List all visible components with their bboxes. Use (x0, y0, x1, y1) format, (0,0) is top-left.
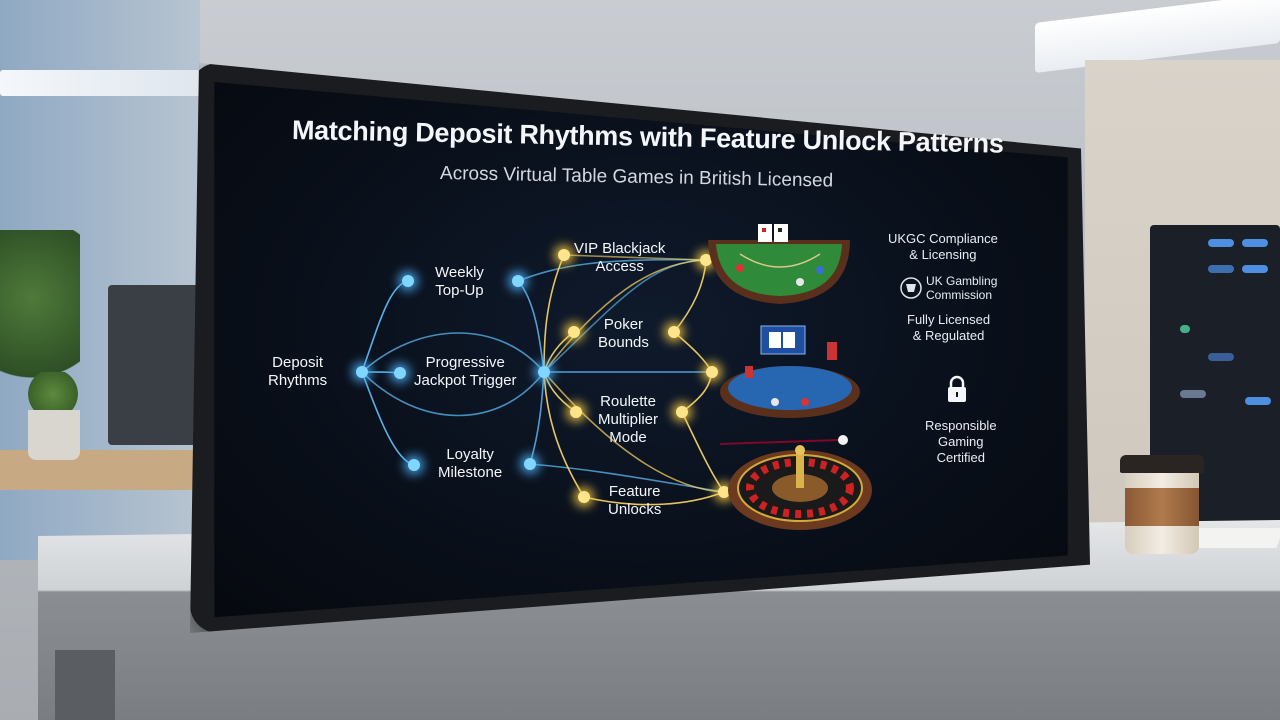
feature-poker-line1: Poker (603, 316, 644, 333)
feature-poker-label: Poker Bounds (598, 316, 649, 352)
node-dot-vip (558, 249, 570, 261)
trigger-jackpot-label: Progressive Jackpot Trigger (414, 354, 517, 390)
node-dot-source (356, 366, 368, 378)
node-dot-roulette (570, 406, 582, 418)
trigger-loyalty-line2: Milestone (438, 464, 503, 481)
feature-poker-line2: Bounds (598, 334, 649, 351)
node-dot-loyalty (408, 459, 420, 471)
node-dot-loyalty-out (524, 458, 536, 470)
trigger-jackpot-line1: Progressive (425, 354, 505, 371)
node-dot-roulette-out (676, 406, 688, 418)
coffee-cup-lid (1120, 455, 1204, 473)
responsible-label: Responsible Gaming Certified (925, 418, 997, 466)
node-dot-weekly (402, 275, 414, 287)
licensed-line2: & Regulated (912, 328, 985, 343)
feature-roulette-line2: Multiplier (598, 411, 659, 428)
node-dot-weekly-out (512, 275, 524, 287)
licensed-label: Fully Licensed & Regulated (907, 312, 990, 344)
commission-line1: UK Gambling (926, 274, 998, 288)
trigger-weekly-line2: Top-Up (435, 282, 484, 299)
blackjack-table-image (708, 224, 850, 304)
feature-roulette-line3: Mode (609, 429, 647, 446)
commission-label: UK Gambling Commission (926, 274, 997, 302)
tablet-screen (214, 82, 1068, 618)
commission-line2: Commission (926, 288, 993, 302)
compliance-label: UKGC Compliance & Licensing (888, 231, 998, 263)
trigger-weekly-label: Weekly Top-Up (435, 264, 484, 300)
poker-table-image (720, 325, 860, 418)
feature-vip-label: VIP Blackjack Access (574, 240, 665, 276)
background-monitor (108, 285, 200, 445)
compliance-line1: UKGC Compliance (888, 231, 998, 246)
feature-unlocks-line1: Feature (608, 483, 661, 500)
trigger-loyalty-label: Loyalty Milestone (438, 446, 502, 482)
compliance-line2: & Licensing (909, 247, 977, 262)
feature-roulette-label: Roulette Multiplier Mode (598, 393, 658, 447)
feature-unlocks-label: Feature Unlocks (608, 483, 661, 519)
trigger-jackpot-line2: Jackpot Trigger (414, 372, 517, 389)
source-node-line1: Deposit (272, 354, 324, 371)
lock-icon (948, 375, 966, 402)
potted-plant (22, 372, 84, 416)
responsible-line1: Responsible (925, 418, 997, 433)
node-dot-hub (538, 366, 550, 378)
node-dot-feature (578, 491, 590, 503)
trigger-loyalty-line1: Loyalty (446, 446, 494, 463)
background-plant (0, 230, 80, 400)
node-dot-poker-table (706, 366, 718, 378)
desk-leg (55, 650, 115, 720)
responsible-line3: Certified (936, 450, 985, 465)
crest-icon (900, 277, 922, 299)
source-node-line2: Rhythms (268, 372, 328, 389)
trigger-weekly-line1: Weekly (435, 264, 484, 281)
node-dot-blackjack-table (700, 254, 712, 266)
node-dot-jackpot (394, 367, 406, 379)
responsible-line2: Gaming (938, 434, 984, 449)
licensed-line1: Fully Licensed (907, 312, 991, 327)
source-node-label: Deposit Rhythms (268, 354, 327, 390)
feature-vip-line1: VIP Blackjack (574, 240, 666, 257)
ceiling-light (0, 70, 200, 96)
feature-unlocks-line2: Unlocks (608, 501, 662, 518)
node-dot-poker-out (668, 326, 680, 338)
coffee-cup-sleeve (1125, 488, 1199, 526)
feature-vip-line2: Access (595, 258, 644, 275)
feature-roulette-line1: Roulette (600, 393, 656, 410)
node-dot-poker (568, 326, 580, 338)
node-dot-roulette-table (718, 486, 730, 498)
plant-pot (28, 410, 80, 460)
roulette-wheel-image (720, 435, 872, 530)
